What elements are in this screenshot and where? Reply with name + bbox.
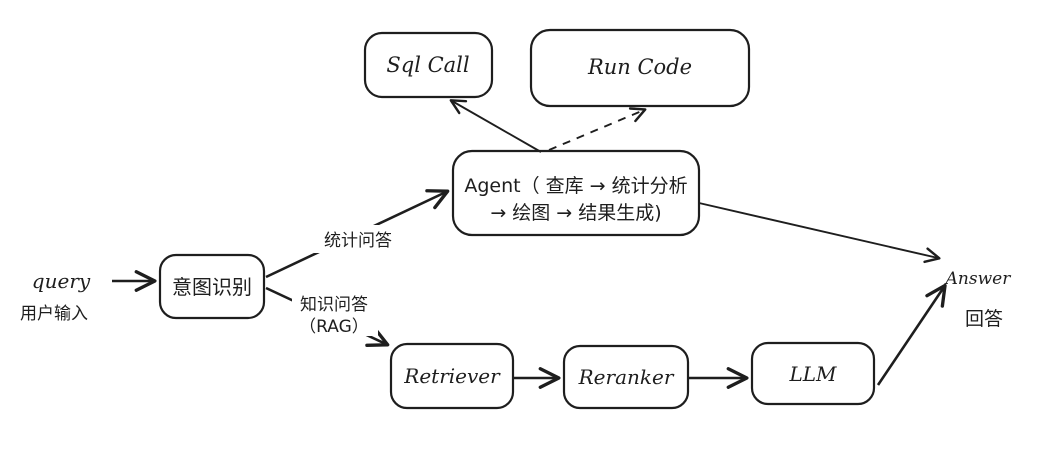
user-input-label: 用户输入	[20, 304, 88, 324]
arrow-agent-to-sql-call	[449, 99, 542, 153]
node-retriever: Retriever	[389, 342, 515, 410]
run-code-label: Run Code	[587, 55, 692, 79]
llm-box	[750, 341, 876, 406]
arrow-agent-to-run-code-dashed	[548, 107, 647, 151]
answer-en-label: Answer	[944, 269, 1012, 289]
node-llm: LLM	[750, 341, 876, 406]
node-agent: Agent（ 查库 → 统计分析 → 绘图 → 结果生成)	[451, 149, 701, 237]
arrow-agent-to-answer	[698, 202, 941, 264]
retriever-box	[389, 342, 515, 410]
retriever-label: Retriever	[403, 364, 501, 388]
sql-call-box	[363, 31, 494, 99]
sql-call-label: Sql Call	[386, 53, 469, 77]
arrow-llm-to-answer	[876, 283, 947, 386]
knowledge-qa-label-line2: （RAG）	[299, 317, 369, 337]
agent-label-line1: Agent（ 查库 → 统计分析	[464, 175, 687, 197]
node-sql-call: Sql Call	[363, 31, 494, 99]
node-reranker: Reranker	[562, 344, 690, 410]
intent-label: 意图识别	[172, 275, 252, 299]
agent-box	[451, 149, 701, 237]
query-label: query	[32, 269, 91, 293]
reranker-box	[562, 344, 690, 410]
knowledge-qa-label-bg	[292, 292, 378, 336]
run-code-box	[529, 28, 751, 108]
intent-box	[158, 253, 266, 320]
node-intent: 意图识别	[158, 253, 266, 320]
reranker-label: Reranker	[578, 365, 675, 389]
answer-cn-label: 回答	[965, 308, 1003, 330]
stat-qa-label-bg	[314, 225, 402, 253]
knowledge-qa-label-line1: 知识问答	[300, 295, 368, 315]
stat-qa-label: 统计问答	[324, 231, 392, 251]
llm-label: LLM	[788, 362, 837, 386]
node-run-code: Run Code	[529, 28, 751, 108]
agent-label-line2: → 绘图 → 结果生成)	[490, 202, 661, 224]
